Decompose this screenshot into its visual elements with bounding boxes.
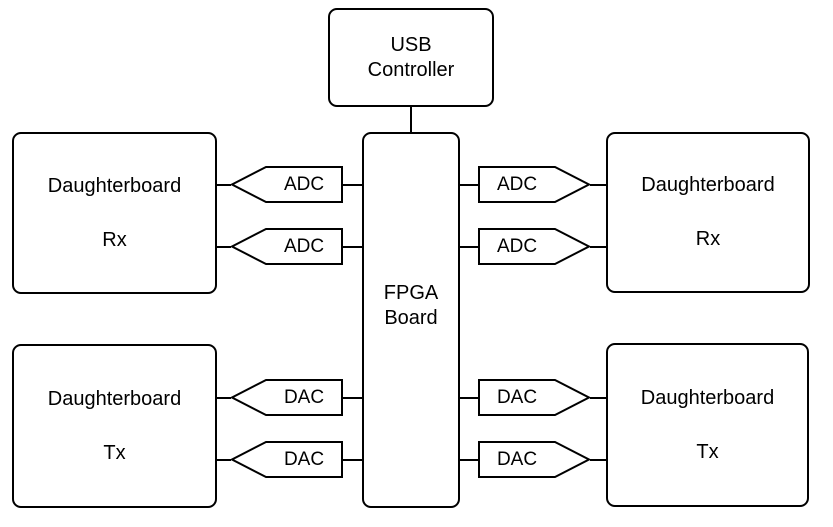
- dac-label: DAC: [496, 449, 538, 470]
- connector-line: [217, 246, 231, 248]
- adc-label: ADC: [496, 236, 538, 257]
- dac-arrow-left-2: DAC: [231, 441, 343, 478]
- connector-line: [343, 246, 362, 248]
- connector-line: [590, 397, 606, 399]
- arrow-left-icon: [231, 166, 343, 203]
- daughterboard-rx-right-label-line2: Rx: [695, 228, 721, 250]
- fpga-board-label-line2: Board: [384, 307, 438, 329]
- dac-label: DAC: [283, 387, 325, 408]
- connector-line: [460, 397, 478, 399]
- arrow-right-icon: [478, 166, 590, 203]
- arrow-right-icon: [478, 228, 590, 265]
- dac-arrow-right-1: DAC: [478, 379, 590, 416]
- dac-label: DAC: [496, 387, 538, 408]
- block-fpga-board: FPGA Board: [362, 132, 460, 508]
- adc-label: ADC: [496, 174, 538, 195]
- dac-arrow-right-2: DAC: [478, 441, 590, 478]
- arrow-right-icon: [478, 379, 590, 416]
- arrow-left-icon: [231, 228, 343, 265]
- block-daughterboard-tx-left: Daughterboard Tx: [12, 344, 217, 508]
- connector-line: [460, 246, 478, 248]
- block-usb-controller: USB Controller: [328, 8, 494, 107]
- adc-arrow-left-1: ADC: [231, 166, 343, 203]
- fpga-board-label-line1: FPGA: [383, 282, 439, 304]
- connector-line: [590, 459, 606, 461]
- connector-line: [217, 397, 231, 399]
- connector-line: [460, 184, 478, 186]
- connector-line: [343, 184, 362, 186]
- connector-usb-fpga: [410, 107, 412, 132]
- connector-line: [217, 184, 231, 186]
- dac-label: DAC: [283, 449, 325, 470]
- daughterboard-tx-right-label-line1: Daughterboard: [640, 386, 775, 409]
- connector-line: [590, 246, 606, 248]
- connector-line: [217, 459, 231, 461]
- block-daughterboard-tx-right: Daughterboard Tx: [606, 343, 809, 507]
- connector-line: [343, 459, 362, 461]
- daughterboard-tx-right-label-line2: Tx: [696, 440, 719, 463]
- arrow-left-icon: [231, 379, 343, 416]
- daughterboard-rx-left-label-line1: Daughterboard: [47, 174, 182, 197]
- adc-arrow-right-2: ADC: [478, 228, 590, 265]
- daughterboard-rx-right-label-line1: Daughterboard: [641, 174, 775, 196]
- block-daughterboard-rx-right: Daughterboard Rx: [606, 132, 810, 293]
- adc-label: ADC: [283, 174, 325, 195]
- arrow-right-icon: [478, 441, 590, 478]
- daughterboard-rx-left-label-line2: Rx: [102, 228, 127, 251]
- connector-line: [460, 459, 478, 461]
- usb-controller-label-line1: USB: [390, 33, 432, 56]
- daughterboard-tx-left-label-line2: Tx: [103, 441, 126, 464]
- adc-arrow-right-1: ADC: [478, 166, 590, 203]
- block-daughterboard-rx-left: Daughterboard Rx: [12, 132, 217, 294]
- arrow-left-icon: [231, 441, 343, 478]
- connector-line: [343, 397, 362, 399]
- adc-label: ADC: [283, 236, 325, 257]
- usb-controller-label-line2: Controller: [367, 58, 455, 81]
- adc-arrow-left-2: ADC: [231, 228, 343, 265]
- connector-line: [590, 184, 606, 186]
- dac-arrow-left-1: DAC: [231, 379, 343, 416]
- daughterboard-tx-left-label-line1: Daughterboard: [47, 387, 182, 410]
